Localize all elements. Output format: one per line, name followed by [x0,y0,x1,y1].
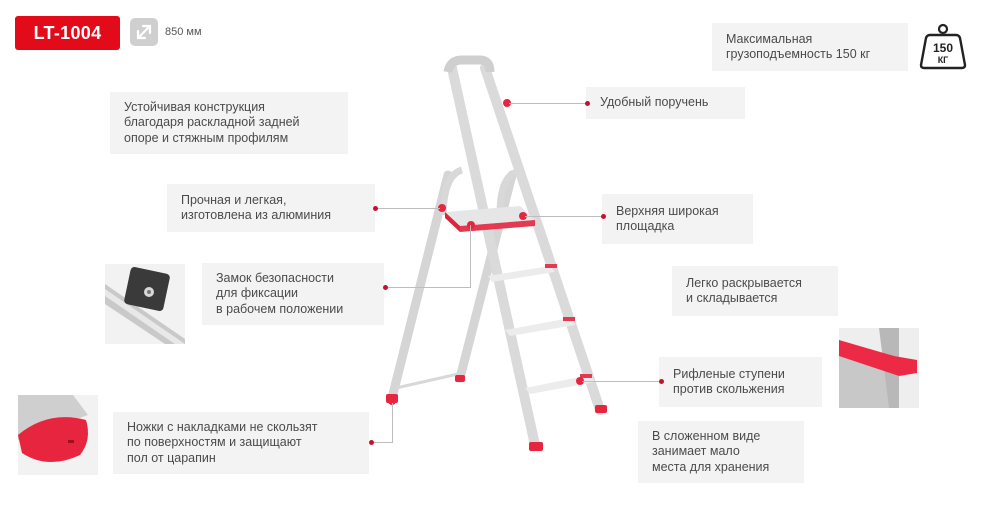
feature-platform: Верхняя широкая площадка [602,194,753,244]
feature-steps: Рифленые ступени против скольжения [659,357,822,407]
hotspot-dot [373,206,378,211]
model-badge: LT-1004 [15,16,120,50]
connector-line [392,403,393,443]
feature-handrail: Удобный поручень [586,87,745,119]
foot-photo [18,395,98,475]
feature-text: В сложенном виде [652,428,761,443]
feature-feet: Ножки с накладками не скользят по поверх… [113,412,369,474]
feature-text: занимает мало [652,444,740,459]
hotspot-dot [659,379,664,384]
feature-text: Верхняя широкая [616,203,719,218]
connector-line [371,442,393,443]
lock-photo [105,264,185,344]
weight-icon: 150 КГ [918,22,968,72]
feature-text: изготовлена из алюминия [181,208,332,222]
hotspot-dot [369,440,374,445]
feature-stability: Устойчивая конструкция благодаря расклад… [110,92,348,154]
svg-text:150: 150 [933,41,953,55]
feature-storage: В сложенном виде занимает мало места для… [638,421,804,483]
feature-text: площадка [616,219,675,233]
feature-text: против скольжения [673,382,785,396]
feature-text: Устойчивая конструкция [124,99,265,114]
feature-text: опоре и стяжным профилям [124,130,289,145]
feature-text: места для хранения [652,459,770,474]
svg-text:КГ: КГ [938,55,949,65]
capacity-line: грузоподъемность 150 кг [726,47,871,61]
model-label: LT-1004 [33,22,102,43]
feature-text: благодаря раскладной задней [124,115,300,130]
feature-text: для фиксации [216,286,299,301]
connector-line [509,103,589,104]
feature-text: по поверхностям и защищают [127,435,302,450]
feature-text: Замок безопасности [216,270,335,285]
feature-aluminium: Прочная и легкая, изготовлена из алюмини… [167,184,375,232]
step-photo [839,328,919,408]
capacity-box: Максимальная грузоподъемность 150 кг [712,23,908,71]
height-value: 850 мм [165,26,202,38]
capacity-line: Максимальная [726,31,813,46]
feature-folding: Легко раскрывается и складывается [672,266,838,316]
feature-text: Удобный поручень [600,95,709,110]
connector-line [386,287,471,288]
hotspot-dot [601,214,606,219]
hotspot-dot [585,101,590,106]
feature-text: Прочная и легкая, [181,192,287,207]
connector-line [470,225,471,287]
feature-text: пол от царапин [127,450,216,465]
feature-text: в рабочем положении [216,301,344,316]
connector-line [525,216,605,217]
feature-text: и складывается [686,291,778,305]
diagonal-arrows-icon [130,18,158,46]
feature-text: Рифленые ступени [673,366,785,381]
connector-line [377,208,440,209]
hotspot-dot [383,285,388,290]
ladder-illustration [386,55,607,451]
feature-text: Ножки с накладками не скользят [127,419,318,434]
feature-text: Легко раскрывается [686,275,802,290]
connector-line [582,381,662,382]
feature-lock: Замок безопасности для фиксации в рабоче… [202,263,384,325]
